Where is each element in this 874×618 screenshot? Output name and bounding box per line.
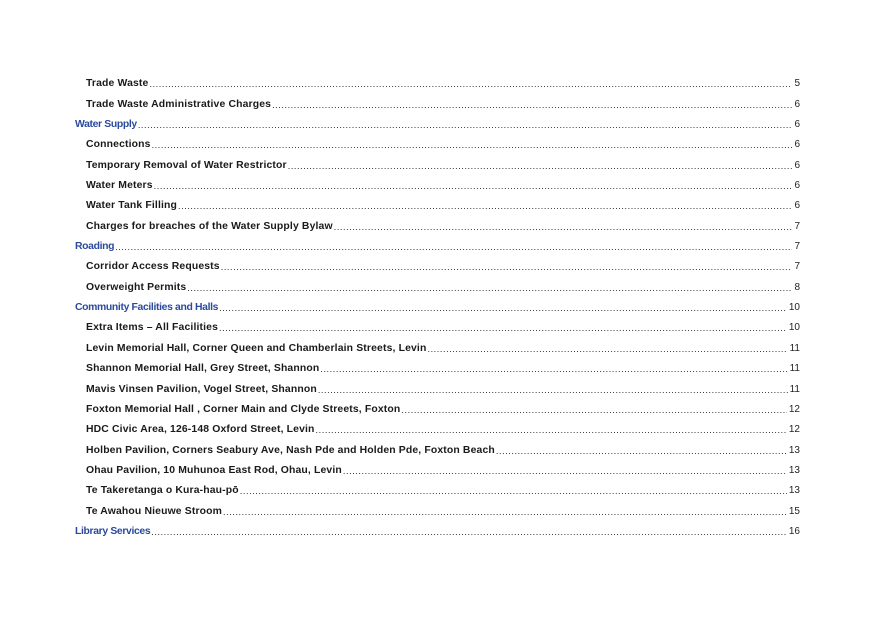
toc-dot-leader: ........................................…: [151, 140, 793, 151]
toc-entry-title: Water Meters: [86, 180, 153, 192]
toc-page-number: 6: [794, 139, 800, 151]
toc-entry-title: Charges for breaches of the Water Supply…: [86, 220, 333, 232]
toc-section-heading[interactable]: Library Services........................…: [75, 521, 800, 541]
toc-dot-leader: ........................................…: [115, 242, 792, 253]
toc-entry-title: Te Awahou Nieuwe Stroom: [86, 505, 223, 517]
toc-dot-leader: ........................................…: [333, 221, 793, 232]
toc-dot-leader: ........................................…: [149, 79, 792, 90]
toc-page-number: 13: [788, 485, 800, 497]
toc-dot-leader: ........................................…: [320, 364, 787, 375]
toc-dot-leader: ........................................…: [315, 425, 787, 436]
toc-section-heading[interactable]: Water Supply............................…: [75, 114, 800, 134]
toc-entry-title: Trade Waste: [86, 78, 149, 90]
toc-dot-leader: ........................................…: [317, 384, 788, 395]
toc-page-number: 16: [788, 525, 800, 537]
toc-entry-title: Temporary Removal of Water Restrictor: [86, 159, 287, 171]
toc-entry[interactable]: Water Meters............................…: [75, 175, 800, 195]
toc-dot-leader: ........................................…: [427, 343, 788, 354]
toc-dot-leader: ........................................…: [272, 99, 793, 110]
toc-entry-title: Levin Memorial Hall, Corner Queen and Ch…: [86, 342, 427, 354]
toc-entry-title: Water Supply: [75, 119, 137, 131]
toc-dot-leader: ........................................…: [153, 181, 793, 192]
toc-entry-title: Water Tank Filling: [86, 200, 178, 212]
toc-entry[interactable]: Overweight Permits......................…: [75, 276, 800, 296]
toc-entry[interactable]: Connections.............................…: [75, 134, 800, 154]
toc-entry-title: Library Services: [75, 525, 151, 537]
toc-entry[interactable]: Shannon Memorial Hall, Grey Street, Shan…: [75, 358, 800, 378]
toc-entry-title: Shannon Memorial Hall, Grey Street, Shan…: [86, 363, 320, 375]
toc-entry-title: Roading: [75, 241, 115, 253]
toc-entry[interactable]: Ohau Pavilion, 10 Muhunoa East Rod, Ohau…: [75, 460, 800, 480]
toc-dot-leader: ........................................…: [187, 282, 793, 293]
toc-page-number: 6: [794, 159, 800, 171]
toc-entry-title: Ohau Pavilion, 10 Muhunoa East Rod, Ohau…: [86, 464, 342, 476]
toc-entry-title: Te Takeretanga o Kura-hau-pō: [86, 485, 239, 497]
toc-dot-leader: ........................................…: [495, 445, 787, 456]
toc-dot-leader: ........................................…: [137, 120, 793, 131]
toc-entry[interactable]: Temporary Removal of Water Restrictor...…: [75, 154, 800, 174]
toc-dot-leader: ........................................…: [178, 201, 793, 212]
toc-entry-title: Foxton Memorial Hall , Corner Main and C…: [86, 403, 401, 415]
toc-entry[interactable]: Mavis Vinsen Pavilion, Vogel Street, Sha…: [75, 378, 800, 398]
toc-entry[interactable]: Charges for breaches of the Water Supply…: [75, 215, 800, 235]
toc-dot-leader: ........................................…: [223, 506, 787, 517]
toc-page-number: 13: [788, 444, 800, 456]
toc-page-number: 11: [789, 383, 800, 395]
toc-page-number: 8: [794, 281, 800, 293]
table-of-contents: Trade Waste.............................…: [75, 73, 800, 541]
toc-page-number: 6: [794, 119, 800, 131]
toc-dot-leader: ........................................…: [287, 160, 793, 171]
toc-page-number: 12: [788, 424, 800, 436]
toc-dot-leader: ........................................…: [151, 526, 787, 537]
toc-entry[interactable]: Levin Memorial Hall, Corner Queen and Ch…: [75, 337, 800, 357]
toc-entry-title: Extra Items – All Facilities: [86, 322, 219, 334]
toc-entry-title: HDC Civic Area, 126-148 Oxford Street, L…: [86, 424, 315, 436]
toc-dot-leader: ........................................…: [401, 404, 787, 415]
toc-dot-leader: ........................................…: [342, 465, 787, 476]
toc-dot-leader: ........................................…: [219, 323, 787, 334]
toc-entry[interactable]: Trade Waste Administrative Charges......…: [75, 93, 800, 113]
toc-entry[interactable]: Trade Waste.............................…: [75, 73, 800, 93]
toc-page-number: 10: [788, 322, 800, 334]
toc-dot-leader: ........................................…: [220, 262, 793, 273]
toc-dot-leader: ........................................…: [219, 303, 787, 314]
toc-entry-title: Corridor Access Requests: [86, 261, 220, 273]
toc-page-number: 6: [794, 200, 800, 212]
toc-entry-title: Trade Waste Administrative Charges: [86, 98, 272, 110]
toc-entry[interactable]: HDC Civic Area, 126-148 Oxford Street, L…: [75, 419, 800, 439]
toc-page-number: 15: [788, 505, 800, 517]
toc-entry-title: Overweight Permits: [86, 281, 187, 293]
toc-entry[interactable]: Te Takeretanga o Kura-hau-pō............…: [75, 480, 800, 500]
toc-page-number: 12: [788, 403, 800, 415]
toc-page-number: 7: [794, 220, 800, 232]
toc-section-heading[interactable]: Community Facilities and Halls..........…: [75, 297, 800, 317]
toc-page-number: 13: [788, 464, 800, 476]
toc-entry[interactable]: Extra Items – All Facilities............…: [75, 317, 800, 337]
toc-section-heading[interactable]: Roading.................................…: [75, 236, 800, 256]
toc-page-number: 11: [789, 363, 800, 375]
toc-page-number: 5: [794, 78, 800, 90]
toc-entry[interactable]: Foxton Memorial Hall , Corner Main and C…: [75, 399, 800, 419]
toc-page-number: 6: [794, 98, 800, 110]
toc-entry-title: Connections: [86, 139, 151, 151]
toc-page-number: 7: [794, 241, 800, 253]
toc-page-number: 6: [794, 180, 800, 192]
toc-entry-title: Mavis Vinsen Pavilion, Vogel Street, Sha…: [86, 383, 317, 395]
toc-page-number: 10: [788, 302, 800, 314]
toc-dot-leader: ........................................…: [239, 486, 787, 497]
toc-entry-title: Community Facilities and Halls: [75, 302, 219, 314]
toc-page-number: 11: [789, 342, 800, 354]
toc-entry[interactable]: Holben Pavilion, Corners Seabury Ave, Na…: [75, 439, 800, 459]
toc-entry-title: Holben Pavilion, Corners Seabury Ave, Na…: [86, 444, 495, 456]
toc-entry[interactable]: Water Tank Filling......................…: [75, 195, 800, 215]
toc-page-number: 7: [794, 261, 800, 273]
toc-entry[interactable]: Corridor Access Requests................…: [75, 256, 800, 276]
toc-entry[interactable]: Te Awahou Nieuwe Stroom.................…: [75, 500, 800, 520]
